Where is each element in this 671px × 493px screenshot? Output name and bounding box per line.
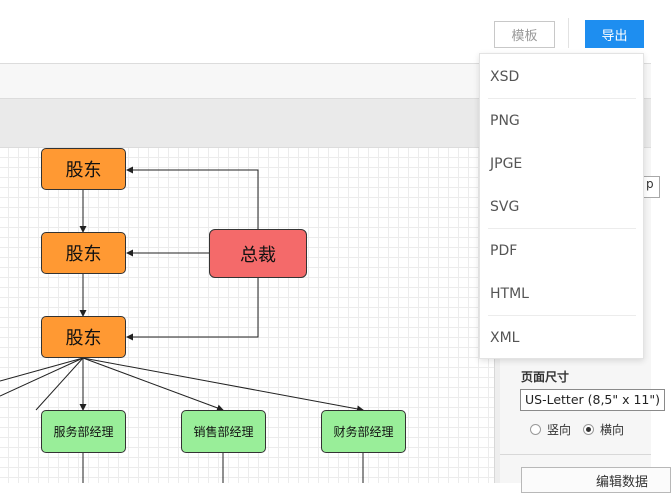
node-shareholder-2[interactable]: 股东 xyxy=(41,232,126,274)
panel-divider xyxy=(500,454,651,455)
template-button[interactable]: 模板 xyxy=(494,21,555,48)
node-shareholder-1[interactable]: 股东 xyxy=(41,148,126,190)
connector-fan-left-1 xyxy=(0,357,84,382)
landscape-option[interactable]: 横向 xyxy=(583,421,624,437)
page-size-select[interactable]: US-Letter (8,5" x 11") xyxy=(520,389,665,411)
menu-separator xyxy=(488,98,636,99)
top-header: 模板 导出 xyxy=(0,0,651,64)
connector-president-sh3 xyxy=(126,278,259,341)
connector-fan-left-2 xyxy=(0,357,84,397)
connector-sh3-sales xyxy=(82,357,224,412)
export-button[interactable]: 导出 xyxy=(585,20,644,48)
landscape-radio[interactable] xyxy=(583,423,594,435)
node-service-manager[interactable]: 服务部经理 xyxy=(41,410,126,453)
page-size-label: 页面尺寸 xyxy=(521,370,570,384)
connector-fan-left-3 xyxy=(35,357,84,411)
connector-sh3-finance xyxy=(82,357,364,413)
node-sales-manager[interactable]: 销售部经理 xyxy=(181,410,266,453)
landscape-label: 横向 xyxy=(600,422,625,437)
header-border xyxy=(0,63,651,64)
menu-separator xyxy=(488,315,636,316)
export-menu-item-xsd[interactable]: XSD xyxy=(490,68,520,85)
export-menu-item-svg[interactable]: SVG xyxy=(490,198,520,215)
export-menu-item-xml[interactable]: XML xyxy=(490,329,520,346)
menu-separator xyxy=(488,228,636,229)
node-finance-manager[interactable]: 财务部经理 xyxy=(321,410,406,453)
portrait-radio[interactable] xyxy=(530,423,541,435)
export-menu: XSD PNG JPGE SVG PDF HTML XML xyxy=(479,53,644,359)
node-president[interactable]: 总裁 xyxy=(209,229,307,278)
portrait-label: 竖向 xyxy=(547,422,572,437)
export-menu-item-html[interactable]: HTML xyxy=(490,285,529,302)
connector-president-sh1 xyxy=(126,166,259,229)
node-shareholder-3[interactable]: 股东 xyxy=(41,316,126,358)
toolbar-border xyxy=(0,98,651,99)
toolbar-bottom-border xyxy=(0,147,651,148)
connector-layer xyxy=(0,166,364,483)
export-menu-item-png[interactable]: PNG xyxy=(490,112,520,129)
export-menu-item-pdf[interactable]: PDF xyxy=(490,242,518,259)
portrait-option[interactable]: 竖向 xyxy=(530,421,571,437)
diagram-canvas[interactable]: 股东 股东 股东 总裁 服务部经理 销售部经理 财务部经理 xyxy=(0,148,494,483)
export-menu-item-jpge[interactable]: JPGE xyxy=(490,155,523,172)
edit-data-button[interactable]: 编辑数据 xyxy=(521,467,671,493)
header-divider xyxy=(568,18,569,48)
